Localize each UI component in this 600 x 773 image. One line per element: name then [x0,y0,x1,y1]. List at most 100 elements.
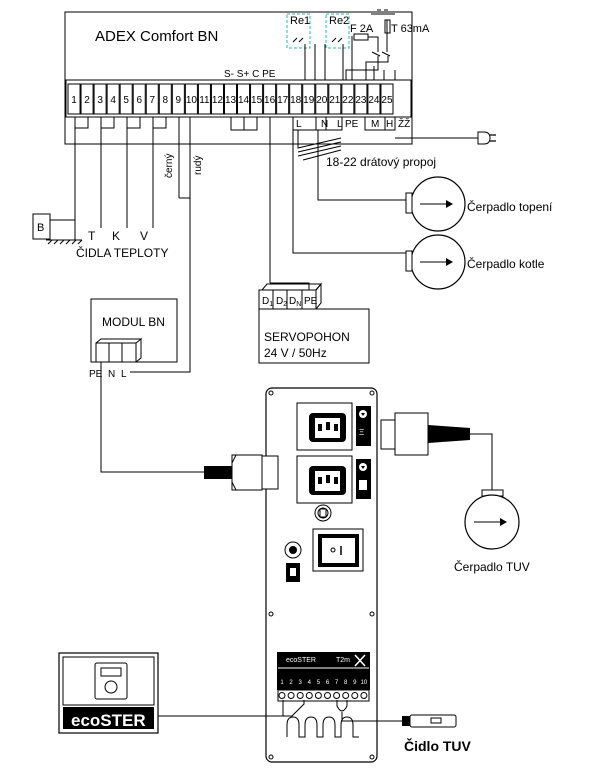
terminal-number: 20 [316,95,328,106]
terminal-number: 23 [355,95,367,106]
servo-d2: D2 [276,296,287,308]
reset-button-icon [284,541,302,559]
sensor-v-label: V [140,229,148,243]
terminal-number: 3 [97,95,103,106]
terminal-4 [106,83,120,115]
out-l2: L [337,119,343,130]
terminal-22 [341,83,355,115]
sensor-t-label: T [88,229,96,243]
terminal-number: 15 [251,95,263,106]
panel-terminal-number: 10 [361,680,368,686]
pump-heating-label: Čerpadlo topení [467,199,553,214]
terminal-number: 5 [123,95,129,106]
panel-terminal-number: 2 [289,680,293,686]
panel-terminal-number: 9 [353,680,357,686]
terminal-number: 24 [368,95,380,106]
servo-pe: PE [304,296,318,307]
modul-bn: MODUL BN PE N L [89,298,178,380]
relay-re2 [325,13,350,49]
terminal-6 [132,83,146,115]
panel-screw [296,692,304,699]
terminal-number: 25 [381,95,393,106]
mains-plug-icon [477,131,496,145]
terminal-number: 19 [303,95,315,106]
terminal-number: 21 [329,95,341,106]
pump-tuv [464,489,520,550]
terminal-21 [328,83,342,115]
terminal-10 [184,83,198,115]
rear-panel: Ξ [265,387,378,763]
terminal-15 [250,83,264,115]
ecoster-label: ecoSTER [71,711,146,730]
terminal-1 [67,83,81,115]
terminal-11 [197,83,211,115]
terminal-3 [93,83,107,115]
sensor-wiring [74,117,271,373]
terminal-9 [171,83,185,115]
panel-screw [314,692,322,699]
terminal-number: 7 [149,95,155,106]
out-zz: ŽŽ [398,117,410,130]
sensor-tuv-label: Čidlo TUV [404,737,472,754]
servo-dn: DN [289,296,301,308]
modul-pe-wire [100,362,204,473]
panel-t2-label: T2m [336,657,350,664]
terminal-7 [145,83,159,115]
socket-bottom-icon [296,455,353,504]
panel-terminal-number: 4 [308,680,312,686]
panel-screw [305,692,313,699]
sensor-b-label: B [37,222,44,234]
panel-screw [351,692,359,699]
panel-screw [342,692,350,699]
panel-terminal-number: 5 [317,680,321,686]
relay-re2-label: Re2 [329,15,349,27]
terminal-number: 13 [225,95,237,106]
ecoster-device: ecoSTER [58,652,159,734]
terminal-23 [354,83,368,115]
bridge-label: 18-22 drátový propoj [326,155,436,169]
terminal-number: 2 [84,95,90,106]
terminal-25 [380,83,394,115]
pump-boiler-label: Čerpadlo kotle [467,256,545,271]
terminal-24 [367,83,381,115]
terminal-14 [237,83,251,115]
panel-screw [278,692,286,699]
panel-terminal-number: 8 [344,680,348,686]
modul-n: N [108,369,115,380]
sensors-caption: ČIDLA TEPLOTY [76,245,168,260]
terminal-12 [210,83,224,115]
relay-re1-label: Re1 [290,15,310,27]
servo-box: D1 D2 DN PE SERVOPOHON 24 V / 50Hz [258,282,370,364]
bus-labels: S- S+ C PE [224,69,276,80]
panel-screws [278,692,368,699]
fuse-holder-icon [314,504,332,522]
plug-right-icon [380,412,493,492]
terminal-8 [158,83,172,115]
terminal-2 [80,83,94,115]
terminal-number: 22 [342,95,354,106]
panel-terminal-number: 3 [299,680,303,686]
terminal-16 [263,83,277,115]
out-l: L [296,119,302,130]
terminal-number: 12 [212,95,224,106]
panel-screw [287,692,295,699]
fuse-f2a [353,33,369,41]
terminal-number: 9 [176,95,182,106]
terminal-number: 1 [71,95,77,106]
panel-terminal-number: 7 [335,680,339,686]
panel-screw [324,692,331,699]
terminal-number: 10 [186,95,198,106]
wire-black-label: černý [164,154,175,178]
fuse-f2a-label: F 2A [350,23,374,35]
socket-top-icon [296,402,353,451]
terminal-number: 6 [136,95,142,106]
servo-line2: 24 V / 50Hz [264,346,327,360]
panel-terminal-number: 6 [326,680,330,686]
sensor-b: B [32,213,83,245]
pump-boiler [405,234,466,290]
terminal-18 [289,83,303,115]
svg-text:Ξ: Ξ [359,428,364,437]
